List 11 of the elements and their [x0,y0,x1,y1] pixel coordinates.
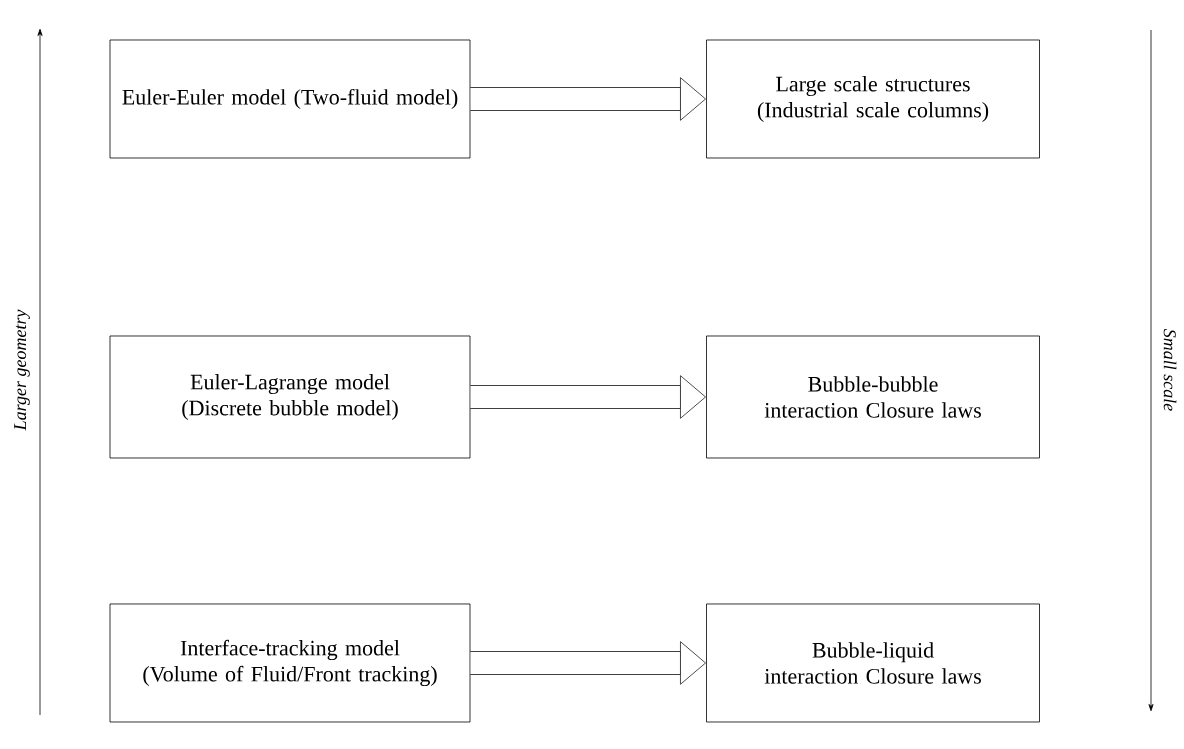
axis-label: Small scale [1163,328,1177,411]
hollow-arrow [470,375,706,419]
model-box: Euler-Euler model (Two-fluid model) [109,39,471,159]
hollow-arrow [470,77,706,121]
axis-label: Larger geometry [14,309,30,431]
hollow-arrow [470,641,706,685]
model-box: Bubble-bubble interaction Closure laws [706,335,1040,459]
model-box: Large scale structures (Industrial scale columns) [706,39,1040,159]
model-box: Interface-tracking model (Volume of Fluid/Front tracking) [109,603,471,723]
model-box: Euler-Lagrange model (Discrete bubble model) [109,335,471,459]
model-box: Bubble-liquid interaction Closure laws [706,603,1040,723]
